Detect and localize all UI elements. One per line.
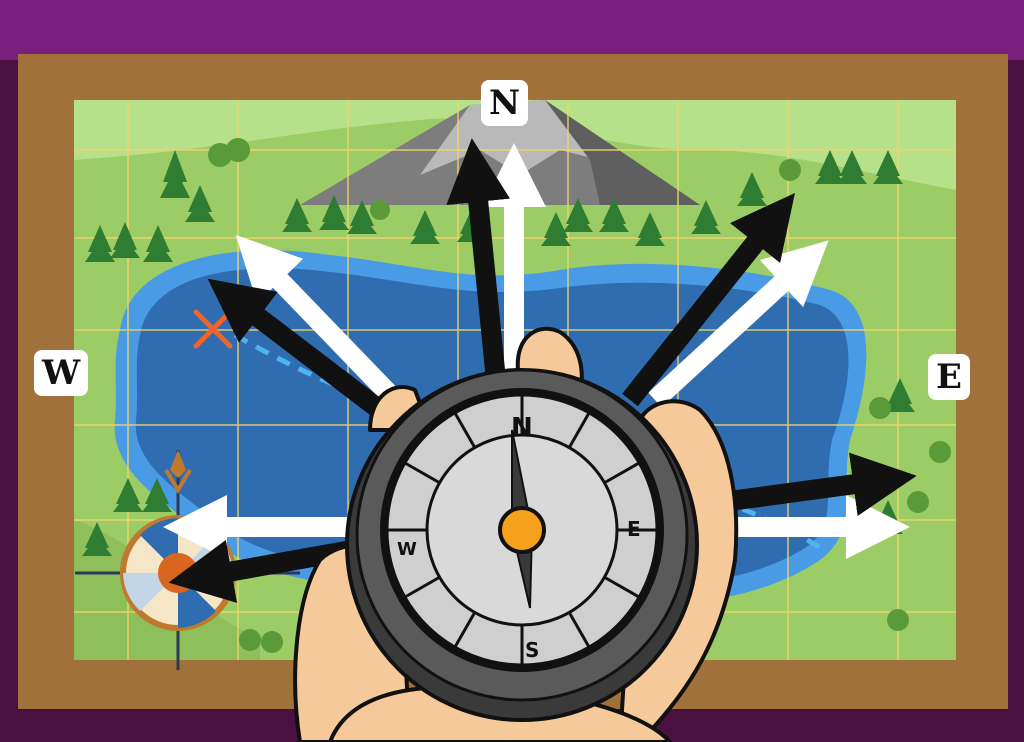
tree-icon: [873, 150, 903, 184]
tree-icon: [347, 200, 377, 234]
tree-icon: [599, 198, 629, 232]
tree-icon: [110, 222, 140, 258]
tree-icon: [85, 225, 115, 262]
dial-label-n: N: [511, 413, 533, 443]
dial-label-s: S: [525, 638, 539, 662]
dial-label-e: E: [627, 517, 641, 541]
black-arrow-northwest: [207, 278, 387, 418]
tree-icon: [185, 185, 215, 222]
east-label: E: [930, 356, 968, 398]
north-label: N: [483, 82, 527, 124]
tree-icon: [837, 150, 867, 184]
tree-icon: [635, 212, 665, 246]
black-arrow-northeast: [622, 192, 795, 407]
round-trees: [208, 138, 951, 653]
tree-icon: [410, 210, 440, 244]
tree-icon: [541, 212, 571, 246]
needle-pivot: [498, 506, 546, 554]
tree-icon: [815, 150, 845, 184]
tree-icon: [563, 198, 593, 232]
west-label: W: [36, 352, 87, 394]
tree-icon: [282, 198, 312, 232]
handheld-compass-icon: N E S W: [345, 368, 699, 722]
tree-icon: [82, 522, 112, 556]
tree-icon: [885, 378, 915, 412]
light-meadow: [74, 100, 956, 190]
tree-icon: [691, 200, 721, 234]
tree-icon: [113, 478, 143, 512]
black-arrow-north: [446, 138, 511, 401]
tree-icon: [160, 150, 190, 198]
white-arrow-northwest: [235, 234, 403, 407]
compass-dial-ticks: [387, 395, 657, 665]
dial-label-w: W: [397, 539, 417, 560]
tree-icon: [319, 195, 349, 230]
white-arrow-northeast: [648, 240, 829, 408]
tree-icon: [143, 225, 173, 262]
